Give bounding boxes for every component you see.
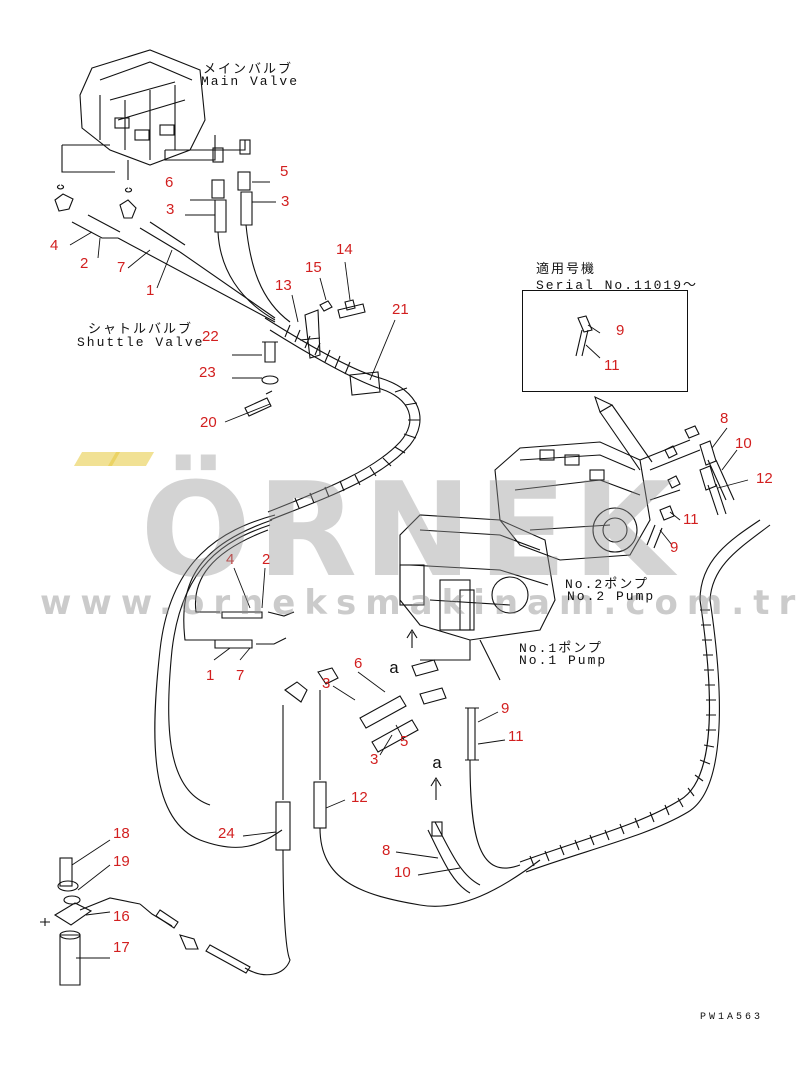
part-callout-c-21: 21: [392, 301, 409, 318]
part-callout-c-8a: 8: [720, 410, 728, 427]
hoses-center: [214, 611, 541, 976]
part-callout-c-10a: 10: [735, 435, 752, 452]
serial-label-jp: 適用号機: [536, 262, 597, 277]
view-a-label-1: a: [389, 660, 402, 679]
no1-pump-label-jp: No.1ポンプ: [519, 641, 603, 656]
clamp-bracket: [299, 299, 381, 396]
part-callout-c-16: 16: [113, 908, 130, 925]
main-valve-illustration: [61, 49, 246, 180]
part-callout-c-22: 22: [202, 328, 219, 345]
part-callout-c-1b: 1: [206, 667, 214, 684]
part-callout-c-12b: 12: [351, 789, 368, 806]
lower-left-parts: [40, 857, 251, 986]
serial-detail-box: [522, 290, 688, 392]
part-callout-c-2a: 2: [80, 255, 88, 272]
part-callout-c-7a: 7: [117, 259, 125, 276]
no1-pump-illustration: [399, 514, 556, 681]
part-callout-c-12a: 12: [756, 470, 773, 487]
shuttle-valve-label-en: Shuttle Valve: [77, 335, 205, 350]
serial-box-parts: [575, 315, 593, 357]
part-callout-c-20: 20: [200, 414, 217, 431]
view-a-arrows: [406, 628, 442, 800]
part-callout-c-9a: 9: [616, 322, 624, 339]
part-callout-c-18: 18: [113, 825, 130, 842]
part-callout-c-4a: 4: [50, 237, 58, 254]
part-callout-c-11c: 11: [508, 728, 524, 745]
shuttle-valve-parts: [244, 341, 279, 417]
hoses-upper: [71, 214, 291, 323]
part-callout-c-23: 23: [199, 364, 216, 381]
part-callout-c-10b: 10: [394, 864, 411, 881]
part-callout-c-6b: 6: [354, 655, 362, 672]
drawing-code: PW1A563: [700, 1012, 764, 1023]
part-callout-c-9c: 9: [501, 700, 509, 717]
shuttle-valve-label-jp: シャトルバルブ: [88, 322, 194, 337]
part-callout-c-6a: 6: [165, 174, 173, 191]
part-callout-c-4b: 4: [226, 551, 234, 568]
part-callout-c-8b: 8: [382, 842, 390, 859]
part-callout-c-1a: 1: [146, 282, 154, 299]
part-callout-c-3c: 3: [322, 675, 330, 692]
part-callout-c-11a: 11: [604, 357, 620, 374]
part-callout-c-11b: 11: [683, 511, 699, 528]
part-callout-c-14: 14: [336, 241, 353, 258]
spiral-guard-upper: [264, 317, 421, 521]
main-valve-label-en: Main Valve: [201, 74, 300, 89]
part-callout-c-3a: 3: [166, 201, 174, 218]
part-callout-c-19: 19: [113, 853, 130, 870]
main-valve-label-jp: メインバルブ: [203, 62, 294, 77]
part-callout-c-5b: 5: [400, 733, 408, 750]
part-callout-c-7b: 7: [236, 667, 244, 684]
part-callout-c-17: 17: [113, 939, 130, 956]
part-callout-c-5a: 5: [280, 163, 288, 180]
part-callout-c-9b: 9: [670, 539, 678, 556]
watermark-logo: ÖRNEK: [140, 454, 680, 606]
hoses-loop-left: [154, 514, 283, 848]
leader-lines: [69, 181, 749, 959]
no2-pump-label-en: No.2 Pump: [567, 589, 656, 604]
part-callout-c-3d: 3: [370, 751, 378, 768]
part-callout-c-3b: 3: [281, 193, 289, 210]
serial-label-en: Serial No.11019～: [536, 278, 699, 293]
watermark-url: www.orneksmakinam.com.tr: [40, 583, 805, 623]
part-callout-c-24: 24: [218, 825, 235, 842]
no2-pump-label-jp: No.2ポンプ: [565, 577, 649, 592]
part-callout-c-13: 13: [275, 277, 292, 294]
part-callout-c-15: 15: [305, 259, 322, 276]
no1-pump-label-en: No.1 Pump: [519, 653, 608, 668]
right-fittings: [594, 395, 735, 549]
main-valve-fittings: [54, 139, 253, 233]
part-callout-c-2b: 2: [262, 551, 270, 568]
view-a-label-2: a: [432, 755, 445, 774]
spiral-guard-lower: [519, 519, 771, 873]
